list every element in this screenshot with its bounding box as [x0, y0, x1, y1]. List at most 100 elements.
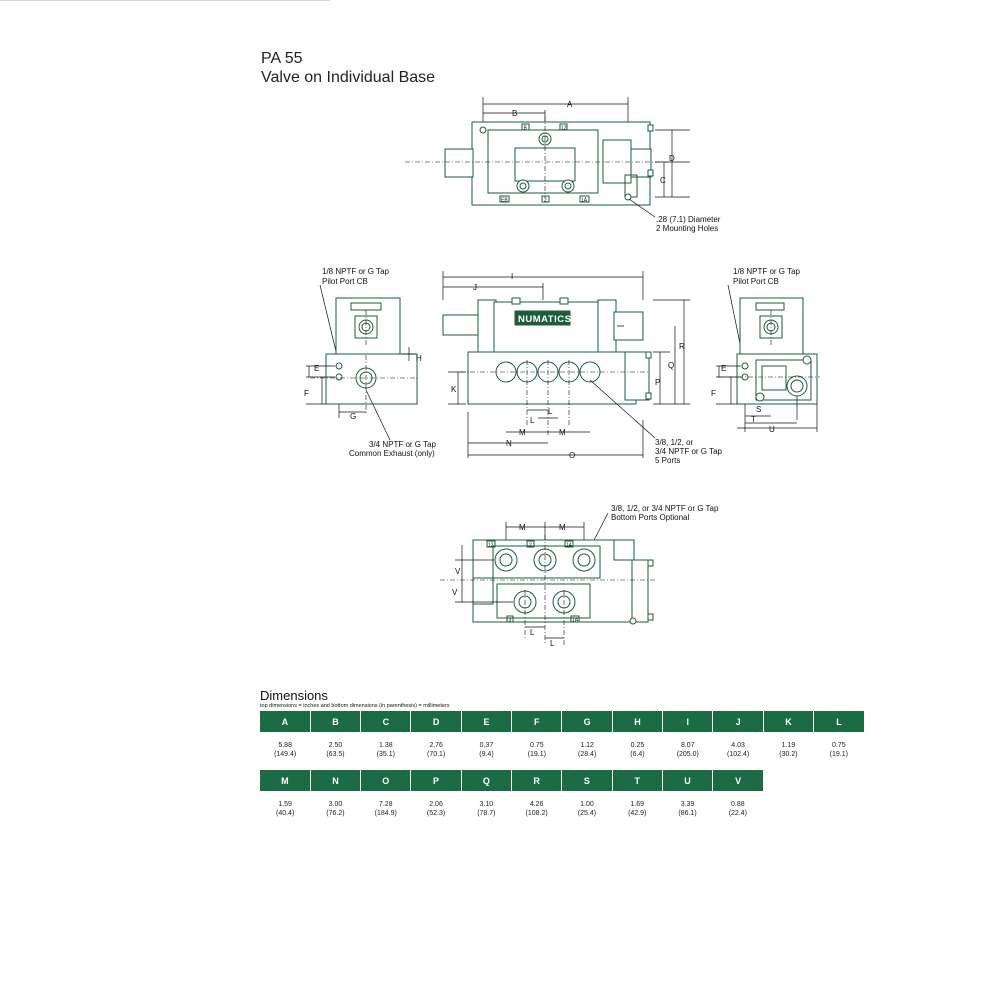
dimension-header-f: F — [511, 711, 563, 732]
dimension-millimeters: (86.1) — [678, 810, 697, 817]
dimension-inches: 0.75 — [831, 742, 846, 749]
dimension-value-i: 8.07(205.0) — [663, 732, 713, 769]
front-left-pilot — [442, 314, 482, 336]
dimension-header-c: C — [360, 711, 412, 732]
dim-letter-g-left: G — [350, 412, 356, 421]
dimension-header-q: Q — [461, 770, 512, 791]
dimension-value-s: 1.00 (25.4) — [562, 791, 612, 828]
dimension-value-h: 0.25(6.4) — [612, 732, 662, 769]
dim-letter-i: I — [511, 272, 513, 281]
dimension-inches: 1.19 — [781, 742, 796, 749]
dimension-millimeters: (76.2) — [326, 810, 345, 817]
dimension-value-c: 1.38(35.1) — [361, 732, 411, 769]
dimension-millimeters: (19.1) — [527, 751, 546, 758]
dim-letter-s: S — [756, 405, 761, 414]
dimension-inches: 4.03 — [731, 742, 745, 749]
bottom-port-marks: 12 2 14 3 1A — [486, 540, 580, 624]
dimension-inches: 0.88 — [731, 801, 745, 808]
dimension-value-m: 1.59(40.4) — [260, 791, 310, 828]
ports-callout-1: 3/8, 1/2, or — [655, 438, 694, 447]
dimensions-note: top dimensions = inches and bottom dimen… — [260, 703, 450, 709]
numatics-logo — [514, 310, 571, 326]
dimension-millimeters: (52.3) — [426, 810, 446, 817]
svg-text:14: 14 — [566, 543, 572, 549]
dimension-header-l: L — [813, 711, 864, 732]
bottom-ports-callout-1: 3/8, 1/2, or 3/4 NPTF or G Tap — [611, 504, 719, 513]
dim-letter-l-1: L — [548, 407, 553, 416]
svg-text:B: B — [524, 126, 528, 132]
dimension-header-e: E — [461, 711, 513, 732]
dimension-value-u: 3.39(86.1) — [662, 791, 712, 828]
dimension-millimeters: (35.1) — [376, 751, 395, 758]
bottom-view: 3/8, 1/2, or 3/4 NPTF or G Tap Bottom Po… — [440, 504, 719, 648]
exhaust-callout-1: 3/4 NPTF or G Tap — [369, 440, 437, 449]
dimension-header-u: U — [662, 770, 714, 791]
dimension-value-e: 0.37 (9.4) — [461, 732, 511, 769]
front-valve-body — [493, 301, 601, 353]
dim-letter-u: U — [769, 425, 775, 434]
top-port-marks: B 12 EB 2 1A — [499, 123, 590, 204]
dimension-value-v: 0.88 (22.4) — [713, 791, 763, 828]
top-rule — [0, 0, 330, 1]
dimension-value-j: 4.03 (102.4) — [713, 732, 763, 769]
dimension-millimeters: (28.4) — [577, 751, 597, 758]
dimension-inches: 1.12 — [580, 742, 594, 749]
dimension-millimeters: (102.4) — [727, 751, 750, 758]
dimension-value-o: 7.28(184.9) — [361, 791, 411, 828]
dimension-inches: 2.50 — [328, 742, 343, 749]
dimension-inches: 0.37 — [479, 742, 494, 749]
mounting-hole-left — [479, 126, 487, 134]
dimension-value-a: 5.88(149.4) — [260, 732, 310, 769]
svg-text:12: 12 — [488, 543, 494, 549]
front-view: I J NUMATICS R — [442, 271, 723, 465]
dimension-millimeters: (70.1) — [427, 751, 446, 758]
dimension-inches: 1.00 — [580, 801, 594, 808]
dim-letter-n: N — [506, 439, 512, 448]
dimension-millimeters: (149.4) — [274, 751, 297, 758]
dim-letter-o: O — [569, 451, 575, 460]
svg-text:EB: EB — [501, 198, 508, 204]
dimension-header-r: R — [511, 770, 563, 791]
dimension-millimeters: (42.9) — [628, 810, 647, 817]
dimension-header-b: B — [310, 711, 362, 732]
dim-letter-t: T — [751, 415, 756, 424]
dimension-header-g: G — [561, 711, 613, 732]
dimension-millimeters: (9.4) — [479, 751, 494, 758]
dimension-value-b: 2.50 (63.5) — [310, 732, 360, 769]
pilot-port-right-callout-1: 1/8 NPTF or G Tap — [733, 267, 801, 276]
svg-text:2: 2 — [529, 543, 532, 549]
dimension-header-p: P — [410, 770, 462, 791]
dim-letter-f-left: F — [304, 389, 309, 398]
dimension-millimeters: (19.1) — [829, 751, 848, 758]
dimension-value-p: 2.06(52.3) — [411, 791, 461, 828]
dim-letter-m-1: M — [519, 428, 526, 437]
dimension-millimeters: (205.0) — [676, 751, 699, 758]
dimension-inches: 4.26 — [529, 801, 544, 808]
dimension-value-f: 0.75(19.1) — [512, 732, 562, 769]
dimension-millimeters: (30.2) — [779, 751, 798, 758]
dim-letter-j: J — [473, 283, 477, 292]
dimension-millimeters: (25.4) — [577, 810, 597, 817]
dim-letter-e-left: E — [314, 364, 319, 373]
dim-letter-e-right: E — [721, 364, 726, 373]
dim-letter-l-bottom-2: L — [550, 639, 555, 648]
svg-text:1A: 1A — [572, 618, 579, 624]
dimension-header-a: A — [260, 711, 311, 732]
dim-letter-l-2: L — [530, 416, 535, 425]
dimension-header-k: K — [763, 711, 815, 732]
dimension-millimeters: (22.4) — [728, 810, 747, 817]
pilot-port-left-callout-2: Pilot Port CB — [322, 277, 368, 286]
dimension-value-d: 2.76(70.1) — [411, 732, 461, 769]
dimension-value-k: 1.19 (30.2) — [763, 732, 813, 769]
dim-letter-c-top: C — [660, 176, 666, 185]
dim-letter-r: R — [679, 342, 685, 351]
dimension-inches: 1.59 — [278, 801, 292, 808]
dim-letter-d-top: D — [669, 154, 675, 163]
dimension-millimeters: (108.2) — [525, 810, 548, 817]
ports-callout-3: 5 Ports — [655, 456, 680, 465]
dimension-millimeters: (63.5) — [326, 751, 345, 758]
left-side-view: 1/8 NPTF or G Tap Pilot Port CB H E F G — [304, 267, 437, 458]
dimension-value-q: 3.10(78.7) — [461, 791, 511, 828]
